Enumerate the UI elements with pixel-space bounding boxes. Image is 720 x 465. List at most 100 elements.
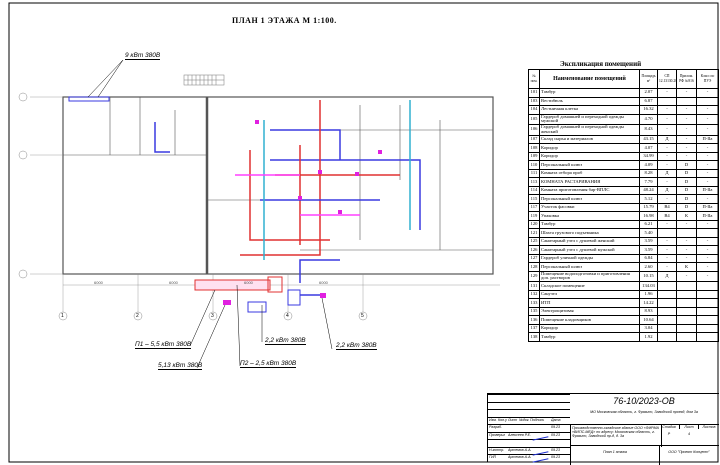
fire-category: - (657, 151, 677, 162)
pue-class (696, 306, 719, 317)
fire-category (657, 332, 677, 342)
room-number: 111 (528, 168, 540, 179)
role-label: Разраб. (489, 425, 503, 429)
col-header: №док. (519, 418, 529, 422)
appendix-class (676, 96, 697, 106)
fittings (223, 120, 382, 305)
room-number: 120 (528, 219, 540, 230)
document-code: 76-10/2023-ОВ (613, 396, 675, 406)
room-name: ИТП (539, 298, 640, 308)
room-number: 132 (528, 289, 540, 300)
fire-category: - (657, 236, 677, 247)
room-number: 117 (528, 202, 540, 213)
grid-line (488, 401, 570, 403)
appendix-class: D (676, 160, 697, 170)
room-name: Санитарный узел с душевой женский (539, 236, 640, 247)
appendix-class (676, 298, 697, 308)
room-area: 2.07 (639, 88, 658, 98)
grid-line (488, 454, 570, 455)
power-label: 2,2 кВт 380В (265, 337, 306, 345)
role-label: Н.контр. (489, 447, 505, 452)
appendix-class (676, 306, 697, 317)
room-area: 16.98 (639, 211, 658, 221)
pue-class: - (696, 105, 719, 115)
pue-class (696, 298, 719, 308)
col-header: Класс по ПУЭ (696, 69, 719, 89)
sign-date: 09.23 (551, 455, 560, 459)
room-name: Складское помещение (539, 281, 640, 291)
appendix-class: - (676, 253, 697, 264)
room-area: 4.09 (639, 160, 658, 170)
explication-title: Экспликация помещений (560, 60, 642, 68)
axis-label: 2 (136, 313, 139, 319)
room-name: Шахта грузового подъемника (539, 228, 640, 238)
room-area: 15.79 (639, 202, 658, 213)
axis-label: 1 (61, 313, 64, 319)
room-name: Персональный шлюз (539, 160, 640, 170)
room-name: Коридор (539, 151, 640, 162)
fire-category: Д (657, 270, 677, 283)
role-label: ГИП (489, 455, 497, 459)
grid-line (488, 394, 570, 395)
appendix-class: D (676, 177, 697, 187)
pue-class: - (696, 236, 719, 247)
appendix-class: - (676, 105, 697, 115)
fire-category: - (657, 160, 677, 170)
stage-value: Р (667, 432, 671, 436)
room-number: 128 (528, 262, 540, 272)
room-name: Персональный шлюз (539, 262, 640, 272)
room-name: Лестничная клетка (539, 105, 640, 115)
room-name: Электрощитовая (539, 306, 640, 317)
room-area: 2.60 (639, 262, 658, 272)
room-name: Санузел (539, 289, 640, 300)
pue-class (696, 281, 719, 291)
role-label: Проверил (489, 432, 506, 437)
room-number: 110 (528, 160, 540, 170)
fire-category: - (657, 143, 677, 153)
pue-class: - (696, 245, 719, 255)
appendix-class: D (676, 185, 697, 196)
room-area: 16.32 (639, 105, 658, 115)
room-area: 1.96 (639, 289, 658, 300)
room-name: Тамбур (539, 219, 640, 230)
pue-class (696, 289, 719, 300)
pue-class: - (696, 168, 719, 179)
sheet-header: Лист (680, 424, 699, 429)
sheet-name: План 1 этажа (570, 445, 660, 465)
fire-category: - (657, 219, 677, 230)
dimension: 6000 (94, 280, 103, 285)
room-number: 131 (528, 281, 540, 291)
fire-category: - (657, 253, 677, 264)
appendix-class: - (676, 151, 697, 162)
room-number: 126 (528, 245, 540, 255)
room-area: 8.28 (639, 168, 658, 179)
fire-category: - (657, 177, 677, 187)
ventilation-ducts (68, 96, 421, 313)
room-number: 137 (528, 323, 540, 334)
room-name: Помещение водоподготовки и приготовления… (539, 270, 640, 283)
room-name: Склад сырья и материалов (539, 134, 640, 145)
pue-class (696, 96, 719, 106)
appendix-class: - (676, 219, 697, 230)
room-number: 103 (528, 96, 540, 106)
col-header: СП 12.13130.2009 (657, 69, 677, 89)
fire-category: - (657, 88, 677, 98)
sign-date: 09.23 (551, 425, 560, 429)
title-block: 76-10/2023-ОВ МО Московская область, г. … (487, 393, 719, 465)
pue-class: - (696, 124, 719, 136)
appendix-class: К (676, 262, 697, 272)
appendix-class: - (676, 113, 697, 126)
room-name: Упаковка (539, 211, 640, 221)
pue-class: - (696, 113, 719, 126)
fire-category: Д (657, 185, 677, 196)
person-name: Алексеев Р.Е. (508, 432, 531, 437)
fire-category: Д (657, 168, 677, 179)
pue-class: П-IIа (696, 185, 719, 196)
